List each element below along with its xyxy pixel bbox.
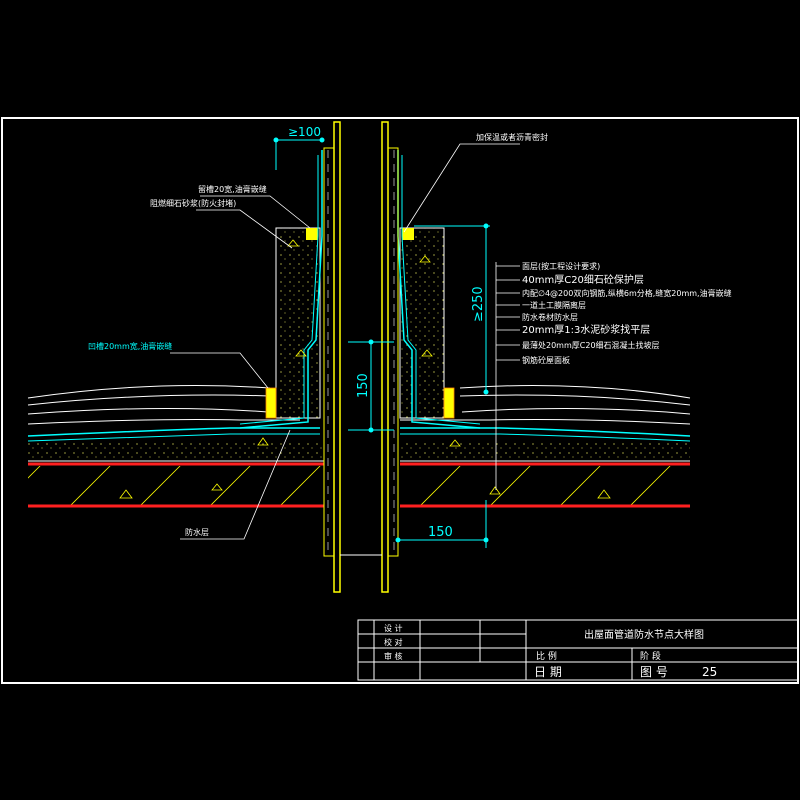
leaders-left (170, 195, 311, 540)
dimension-bottom-offset (395, 500, 489, 548)
roof-layers-right (400, 385, 691, 508)
title-block (357, 619, 799, 681)
dim-bottom-offset: 150 (428, 525, 453, 540)
roof-layers-left (27, 385, 324, 508)
tb-scale: 比 例 (536, 650, 557, 662)
leader-top-right (403, 143, 520, 233)
dim-upstand-height: ≥250 (471, 286, 486, 322)
tb-check: 校 对 (384, 637, 403, 647)
tb-stage: 阶 段 (640, 650, 661, 662)
dimension-top-offset (273, 137, 325, 170)
layer-item-3: 内配∅4@200双向钢筋,纵横6m分格,缝宽20mm,油膏嵌缝 (522, 288, 732, 298)
layer-item-5: 防水卷材防水层 (522, 312, 578, 322)
pipe (323, 121, 399, 593)
sleeve-right (387, 147, 399, 557)
sealant-block-left-top (306, 228, 318, 240)
sealant-block-right-top (402, 228, 414, 240)
tb-date: 日 期 (534, 665, 562, 679)
sealant-block-right-mid (443, 387, 455, 419)
layer-legend-leader (495, 262, 520, 490)
dimension-upstand-height (414, 223, 490, 395)
sealant-block-left-mid (265, 387, 277, 419)
layer-item-2: 40mm厚C20细石砼保护层 (522, 273, 644, 286)
layer-legend: 面层(按工程设计要求) 40mm厚C20细石砼保护层 内配∅4@200双向钢筋,… (522, 261, 732, 365)
sleeve-left (323, 147, 335, 557)
drawing-title: 出屋面管道防水节点大样图 (584, 628, 704, 641)
dimension-sleeve-length (348, 339, 394, 433)
label-sealant-top: 留槽20宽,油膏嵌缝 (198, 184, 267, 194)
tb-drawing-no: 25 (702, 665, 717, 679)
label-cement-mortar: 阻燃细石砂浆(防火封堵) (150, 198, 236, 208)
label-top: 加保温或者沥青密封 (476, 132, 548, 142)
layer-item-8: 钢筋砼屋面板 (522, 355, 570, 365)
upstand-right (397, 150, 481, 429)
layer-item-6: 20mm厚1:3水泥砂浆找平层 (522, 323, 650, 336)
dim-top-offset: ≥100 (288, 125, 321, 139)
label-sealant-mid: 凹槽20mm宽,油膏嵌缝 (88, 341, 172, 351)
layer-item-7: 最薄处20mm厚C20细石混凝土找坡层 (522, 340, 660, 350)
label-waterproof-layer: 防水层 (185, 527, 209, 537)
dim-sleeve-length: 150 (356, 373, 371, 398)
drawing-frame (1, 117, 799, 684)
tb-drawing-no-label: 图 号 (640, 665, 668, 679)
upstand-left (239, 150, 323, 429)
tb-review: 审 核 (384, 651, 403, 661)
layer-item-1: 面层(按工程设计要求) (522, 261, 600, 271)
layer-item-4: 一道土工膜隔离层 (522, 300, 586, 310)
tb-design: 设 计 (384, 623, 403, 633)
